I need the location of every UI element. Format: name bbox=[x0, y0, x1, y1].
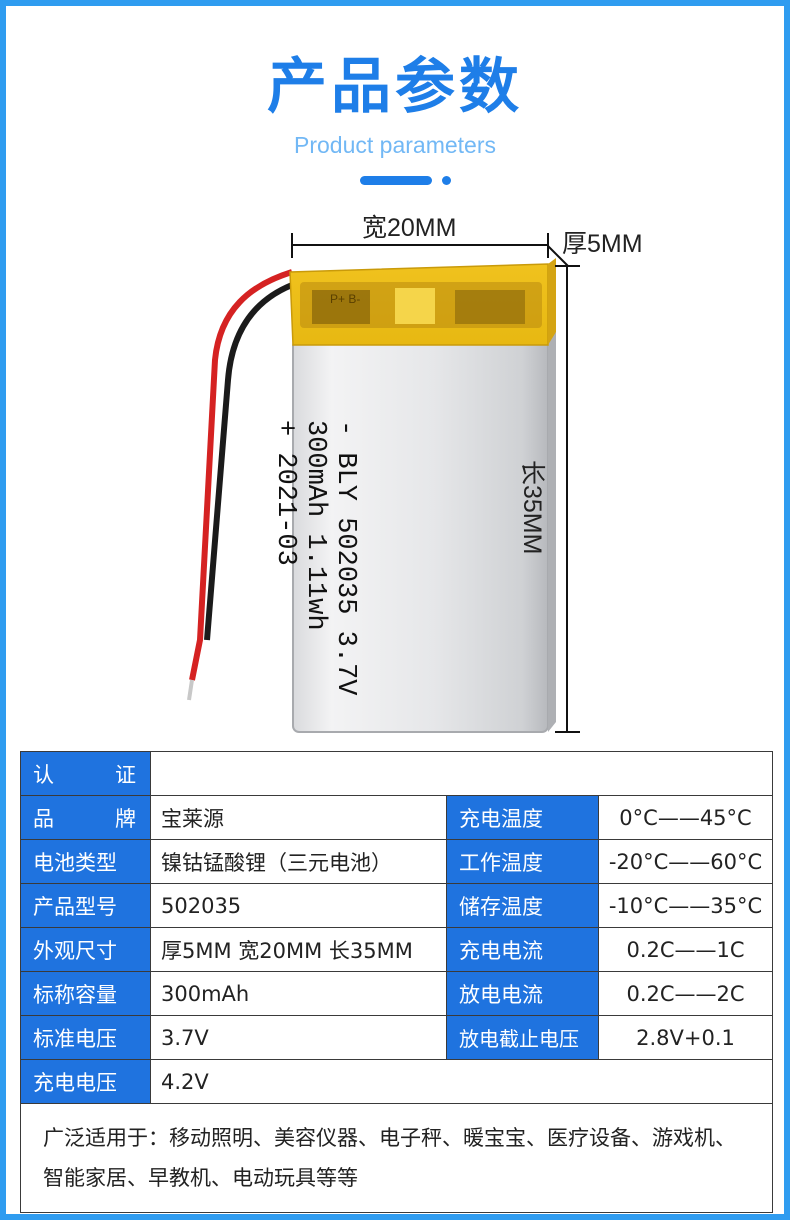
battery-print-line-3: + 2021-03 bbox=[270, 420, 300, 566]
table-row: 标准电压 3.7V 放电截止电压 2.8V+0.1 bbox=[20, 1015, 774, 1060]
thickness-dimension: 厚5MM bbox=[562, 230, 643, 258]
applications-note: 广泛适用于：移动照明、美容仪器、电子秤、暖宝宝、医疗设备、游戏机、智能家居、早教… bbox=[19, 1103, 774, 1213]
spec-value-work-temp: -20°C——60°C bbox=[597, 839, 774, 884]
length-dimension: 长35MM bbox=[518, 460, 546, 555]
table-row: 认证 bbox=[20, 751, 774, 796]
spec-value-cert bbox=[149, 751, 774, 796]
battery-print-line-1: - BLY 502035 3.7V bbox=[330, 420, 360, 696]
spec-value-type: 镍钴锰酸锂（三元电池） bbox=[150, 839, 447, 884]
spec-label-charge-temp: 充电温度 bbox=[446, 795, 599, 840]
spec-label-size: 外观尺寸 bbox=[20, 927, 151, 972]
spec-value-cutoff-voltage: 2.8V+0.1 bbox=[597, 1015, 774, 1060]
spec-value-charge-current: 0.2C——1C bbox=[597, 927, 774, 972]
tab-marking: P+ B- bbox=[330, 292, 361, 306]
spec-value-brand: 宝莱源 bbox=[150, 795, 447, 840]
spec-value-voltage: 3.7V bbox=[150, 1015, 447, 1060]
spec-label-work-temp: 工作温度 bbox=[446, 839, 599, 884]
table-row: 充电电压 4.2V bbox=[20, 1059, 774, 1104]
table-row: 电池类型 镍钴锰酸锂（三元电池） 工作温度 -20°C——60°C bbox=[20, 839, 774, 884]
black-wire bbox=[204, 282, 294, 641]
spec-value-size: 厚5MM 宽20MM 长35MM bbox=[150, 927, 447, 972]
spec-label-store-temp: 储存温度 bbox=[446, 883, 599, 928]
page-title: 产品参数 bbox=[267, 52, 523, 122]
spec-label-charge-current: 充电电流 bbox=[446, 927, 599, 972]
spec-label-cutoff-voltage: 放电截止电压 bbox=[446, 1015, 599, 1060]
spec-table: 认证 品牌 宝莱源 充电温度 0°C——45°C 电池类型 镍钴锰酸锂（三元电池… bbox=[19, 751, 774, 1213]
battery-print-line-2: 300mAh 1.11wh bbox=[300, 420, 330, 631]
spec-value-capacity: 300mAh bbox=[150, 971, 447, 1016]
table-row: 标称容量 300mAh 放电电流 0.2C——2C bbox=[20, 971, 774, 1016]
spec-label-capacity: 标称容量 bbox=[20, 971, 151, 1016]
table-row: 品牌 宝莱源 充电温度 0°C——45°C bbox=[20, 795, 774, 840]
spec-label-cert: 认证 bbox=[20, 751, 151, 796]
decorative-bar bbox=[360, 176, 432, 185]
decorative-dot bbox=[442, 176, 451, 185]
width-dimension: 宽20MM bbox=[362, 214, 457, 242]
battery-illustration bbox=[187, 233, 580, 733]
table-row: 广泛适用于：移动照明、美容仪器、电子秤、暖宝宝、医疗设备、游戏机、智能家居、早教… bbox=[19, 1103, 774, 1213]
table-row: 外观尺寸 厚5MM 宽20MM 长35MM 充电电流 0.2C——1C bbox=[20, 927, 774, 972]
spec-label-model: 产品型号 bbox=[20, 883, 151, 928]
page-subtitle: Product parameters bbox=[294, 132, 496, 158]
spec-label-discharge-current: 放电电流 bbox=[446, 971, 599, 1016]
spec-label-charge-voltage: 充电电压 bbox=[20, 1059, 151, 1104]
table-row: 产品型号 502035 储存温度 -10°C——35°C bbox=[20, 883, 774, 928]
red-wire bbox=[189, 269, 293, 681]
spec-value-discharge-current: 0.2C——2C bbox=[597, 971, 774, 1016]
spec-label-brand: 品牌 bbox=[20, 795, 151, 840]
spec-value-charge-voltage: 4.2V bbox=[149, 1059, 774, 1104]
spec-value-store-temp: -10°C——35°C bbox=[597, 883, 774, 928]
spec-label-voltage: 标准电压 bbox=[20, 1015, 151, 1060]
spec-label-type: 电池类型 bbox=[20, 839, 151, 884]
spec-value-model: 502035 bbox=[150, 883, 447, 928]
battery-label-print: - BLY 502035 3.7V 300mAh 1.11wh + 2021-0… bbox=[270, 420, 360, 695]
spec-value-charge-temp: 0°C——45°C bbox=[597, 795, 774, 840]
